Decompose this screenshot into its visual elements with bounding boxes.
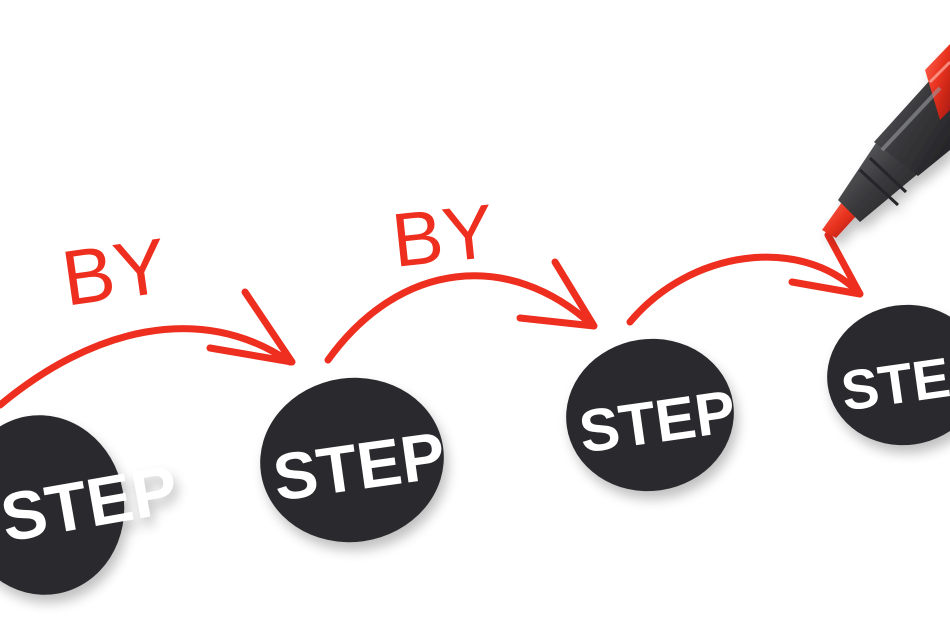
by-label-1: BY [57,221,172,323]
arrow-2 [324,258,598,364]
by-text-1: BY [57,221,172,323]
arrow-3 [626,231,864,326]
by-label-2: BY [388,189,498,284]
step-disc-3: STEP [566,338,740,492]
arrow-1 [0,288,296,409]
by-text-2: BY [388,189,498,284]
step-disc-2: STEP [260,377,450,543]
step-disc-4: STEP [827,304,950,446]
red-marker-pen-icon [822,44,950,238]
step-disc-1: STEP [0,415,183,595]
